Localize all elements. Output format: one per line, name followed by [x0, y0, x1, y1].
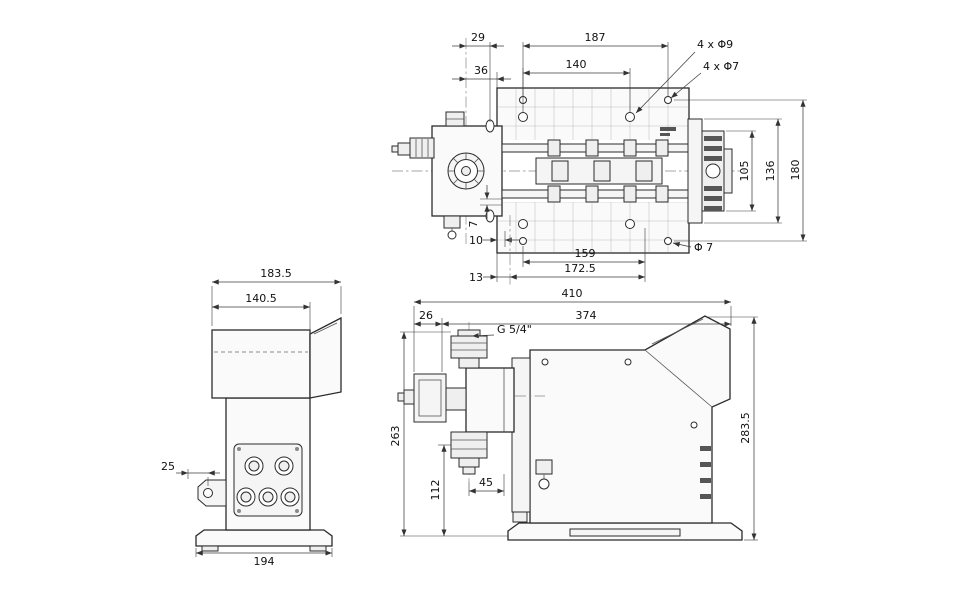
cable-gland: [391, 137, 435, 159]
dim-top-7: 7: [467, 185, 502, 228]
dim-side-374: 374: [442, 309, 731, 327]
dim-label-13: 13: [469, 271, 483, 284]
sensor-fitting: [535, 459, 553, 490]
dim-top-136: 136: [704, 118, 782, 224]
connector-sockets: [236, 447, 300, 513]
head-bridge: [445, 387, 467, 411]
dim-top-180: 180: [674, 99, 807, 242]
dim-label-194: 194: [254, 555, 275, 568]
phi9-hole: [518, 219, 528, 229]
bottom-valve-fitting: [450, 431, 488, 475]
control-head-front: [211, 329, 311, 399]
dim-label-183-5: 183.5: [260, 267, 292, 280]
dim-label-159: 159: [575, 247, 596, 260]
dim-top-29: 29: [452, 31, 504, 122]
phi7-hole: [519, 237, 527, 245]
dim-label-140: 140: [566, 58, 587, 71]
vent-slits: [700, 446, 711, 499]
dim-side-283-5: 283.5: [708, 316, 758, 541]
dim-side-410: 410: [413, 287, 732, 372]
label-holes-phi7: 4 x Φ7: [703, 60, 739, 73]
dim-side-26: 26: [414, 309, 443, 372]
dim-label-29: 29: [471, 31, 485, 44]
leader-holes-phi9: 4 x Φ9: [635, 38, 733, 114]
dim-top-159: 159: [522, 228, 646, 282]
top-connector-box: [445, 111, 465, 127]
dim-front-25: 25: [161, 460, 220, 486]
label-mark: [660, 127, 676, 136]
slot-hole: [485, 209, 495, 223]
dim-label-dia7: Φ 7: [694, 241, 713, 254]
dim-front-183-5: 183.5: [211, 267, 342, 326]
knob-spokes: [448, 153, 484, 189]
front-view: 183.5 140.5 25 194: [161, 267, 342, 568]
top-view: 29 187 36 140 4 x Φ9 4 x Φ7: [391, 31, 807, 285]
top-valve-fitting: [450, 329, 488, 369]
label-thread-g54: G 5/4": [497, 323, 532, 336]
phi9-hole: [625, 219, 635, 229]
drive-housing: [431, 125, 503, 217]
dim-top-10: 10: [469, 231, 519, 247]
dim-label-410: 410: [562, 287, 583, 300]
dim-label-105: 105: [738, 161, 751, 182]
dim-top-140: 140: [522, 58, 631, 112]
display-crease: [644, 349, 713, 408]
dim-top-36: 36: [452, 64, 511, 88]
dim-top-105: 105: [726, 130, 756, 212]
motor-flange: [511, 357, 531, 513]
plate-holes: [485, 96, 672, 245]
phi7-hole: [664, 96, 672, 104]
dosing-head: [465, 367, 515, 433]
wall-bracket: [197, 479, 227, 507]
leader-thread-g54: G 5/4": [471, 323, 532, 339]
bottom-tab: [443, 215, 461, 240]
bottom-gland: [512, 511, 528, 523]
dim-label-172-5: 172.5: [564, 262, 596, 275]
dim-front-140-5: 140.5: [212, 292, 311, 330]
foot-left: [201, 545, 219, 552]
dim-label-263: 263: [389, 426, 402, 447]
base-slot: [569, 528, 681, 537]
dim-top-172-5: 172.5: [510, 262, 645, 280]
phi9-hole: [518, 112, 528, 122]
dim-label-36: 36: [474, 64, 488, 77]
dim-label-140-5: 140.5: [245, 292, 277, 305]
dim-label-26: 26: [419, 309, 433, 322]
dim-label-10: 10: [469, 234, 483, 247]
dim-side-263: 263: [389, 331, 508, 537]
mounting-rails: [501, 139, 689, 203]
dim-top-187: 187: [522, 31, 669, 96]
center-assembly: [535, 157, 663, 185]
dim-side-112: 112: [429, 444, 451, 536]
label-holes-phi9: 4 x Φ9: [697, 38, 733, 51]
base-plate: [195, 529, 333, 547]
dim-label-25: 25: [161, 460, 175, 473]
side-view: 410 26 374 G 5/4" 263 112: [389, 287, 758, 541]
dim-label-7: 7: [467, 221, 480, 228]
adjust-knob: [447, 152, 485, 190]
phi7-hole: [664, 237, 672, 245]
body-screws: [541, 358, 698, 429]
foot-right: [309, 545, 327, 552]
leader-dia7: Φ 7: [672, 241, 713, 254]
dim-top-13: 13: [469, 215, 511, 285]
junction-box: [397, 373, 467, 423]
dim-label-136: 136: [764, 161, 777, 182]
leader-holes-phi7: 4 x Φ7: [670, 60, 739, 99]
tilted-display-side: [309, 316, 342, 399]
dim-side-45: 45: [468, 474, 505, 496]
dim-label-45: 45: [479, 476, 493, 489]
dim-label-374: 374: [576, 309, 597, 322]
dim-label-180: 180: [789, 160, 802, 181]
dim-front-194: 194: [195, 548, 333, 568]
dim-label-187: 187: [585, 31, 606, 44]
dim-label-112: 112: [429, 480, 442, 501]
pump-body-side: [529, 315, 731, 524]
display-bezel-line: [313, 322, 338, 335]
phi9-hole: [625, 112, 635, 122]
pump-head-stack: [687, 118, 733, 224]
dim-label-283-5: 283.5: [739, 412, 752, 444]
